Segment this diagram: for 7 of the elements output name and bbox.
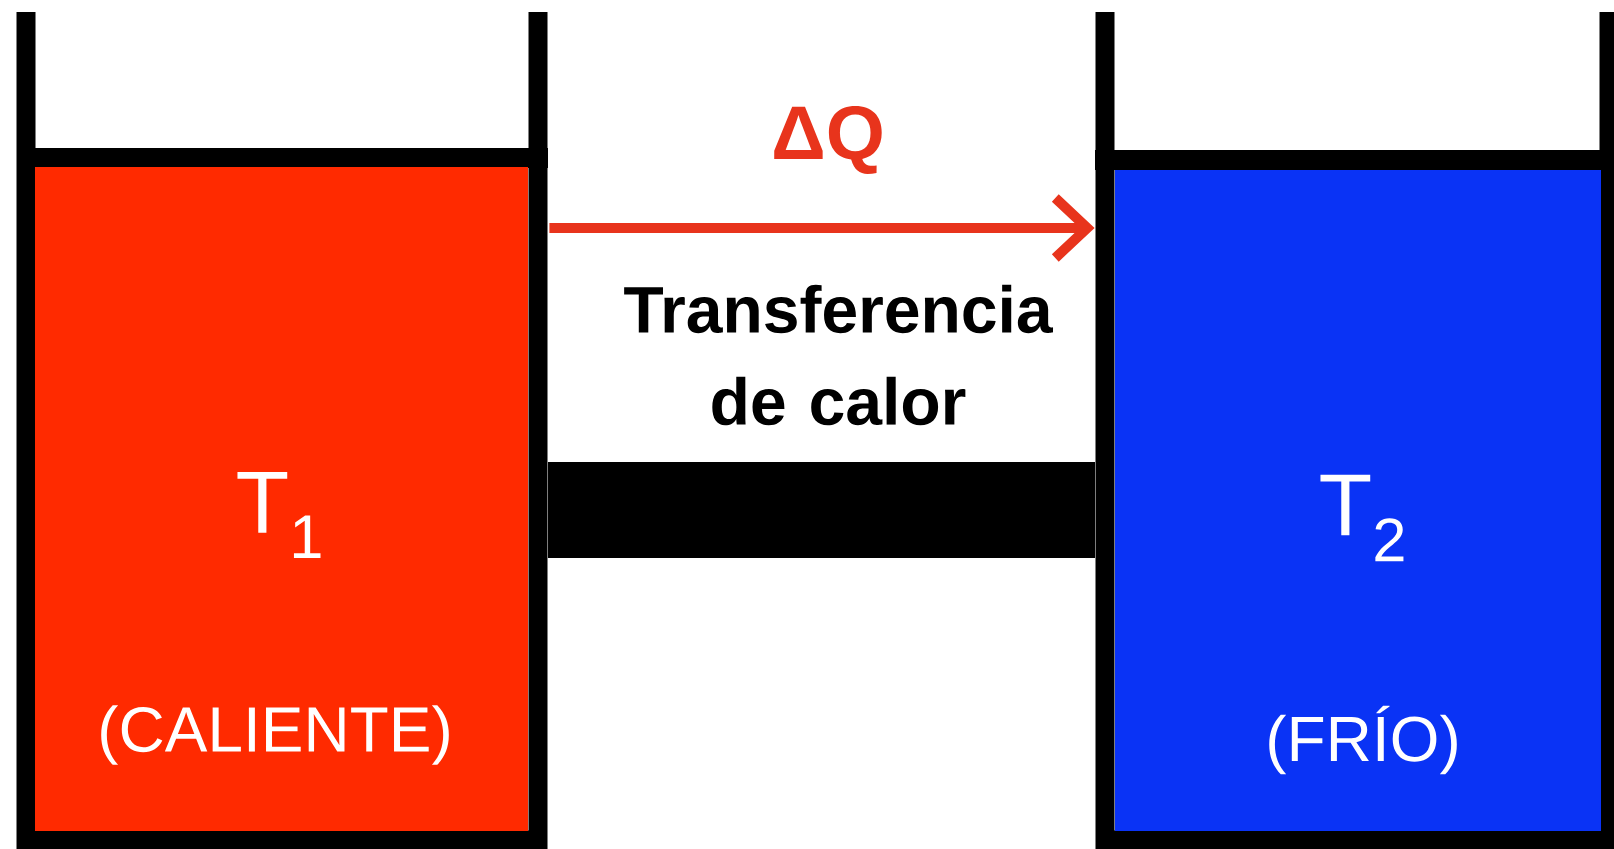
arrow: [549, 194, 1095, 262]
liquid-label: T$_{1}$: [237, 472, 321, 558]
liquid-label: T$_{2}$: [1320, 474, 1404, 562]
liquid-label: (CALIENTE): [101, 705, 449, 765]
caption-text: Transferencia de calor: [624, 284, 1054, 426]
edge-label: ΔQ: [774, 106, 882, 174]
liquid-label: (FRÍO): [1269, 705, 1457, 775]
